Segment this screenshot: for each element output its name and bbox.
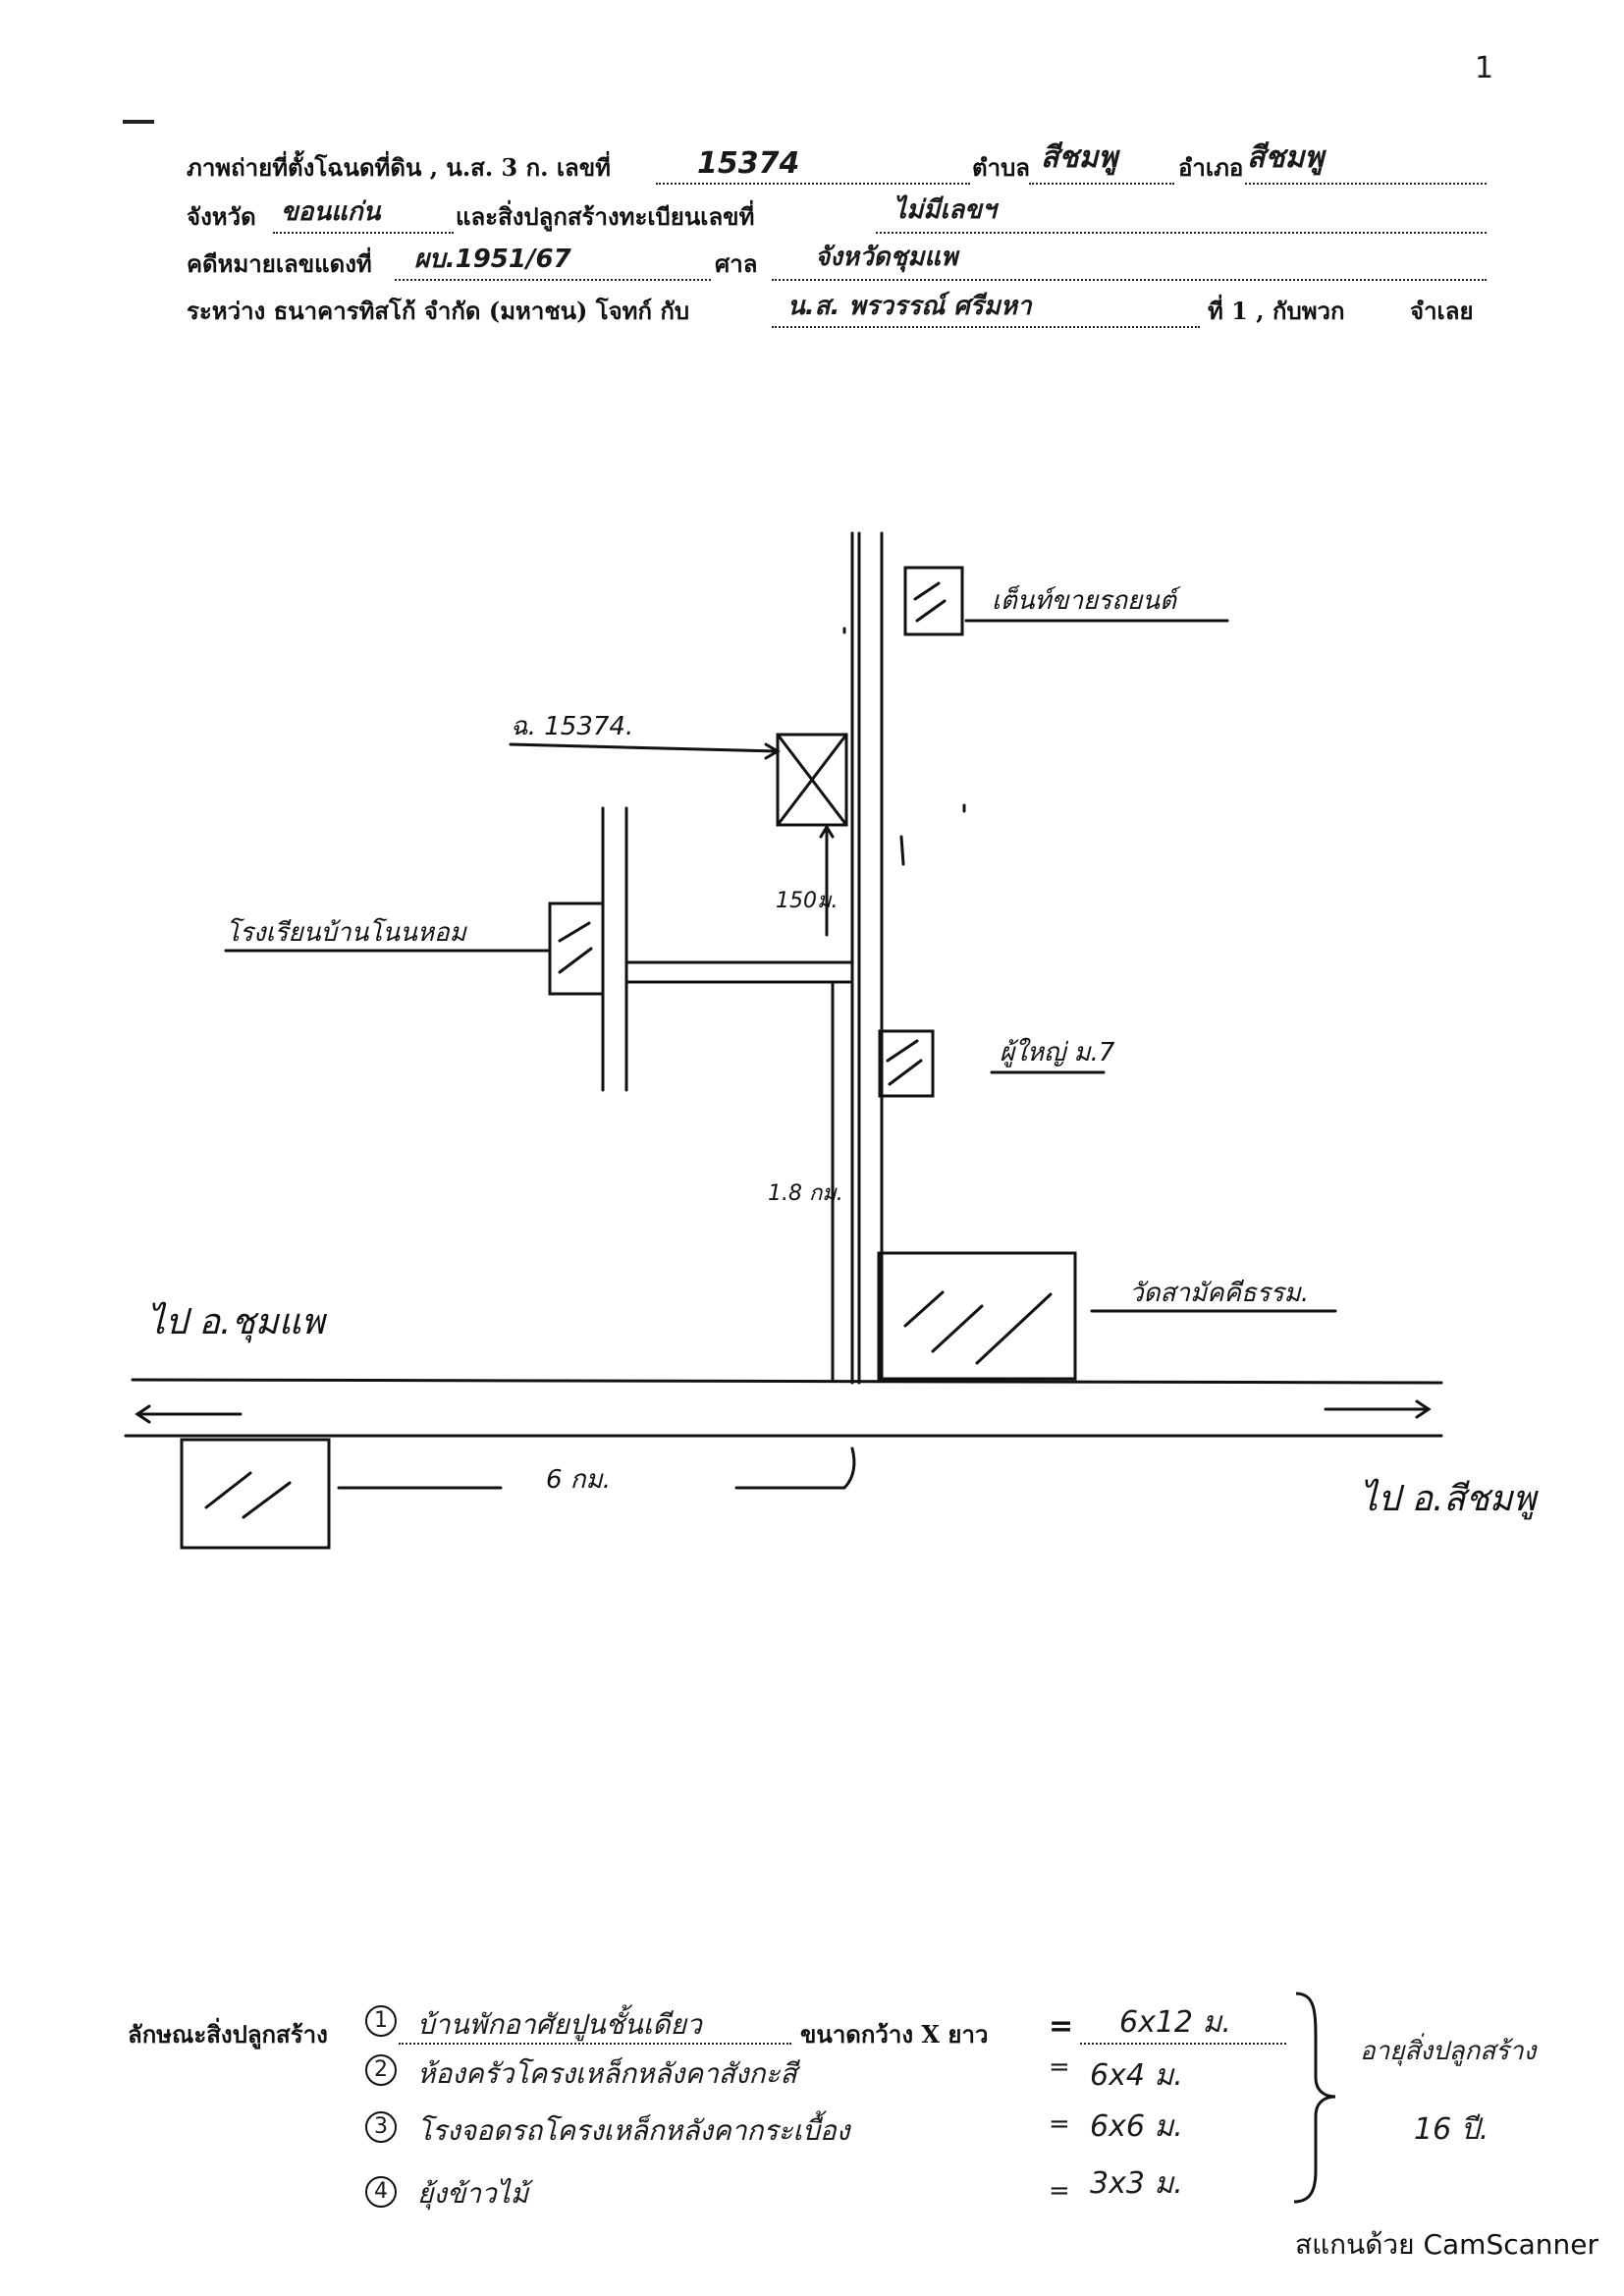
item-number: 2	[365, 2054, 397, 2086]
label-district: อำเภอ	[1178, 153, 1244, 182]
item-description: ยุ้งข้าวไม้	[417, 2177, 529, 2210]
plot-distance-label: 150ม.	[776, 889, 839, 913]
page-number: 1	[1475, 51, 1494, 85]
equals-sign: =	[1049, 2109, 1070, 2139]
header-row-2: จังหวัด ขอนแก่น และสิ่งปลูกสร้างทะเบียนเ…	[187, 195, 1496, 244]
to-right-label: ไป อ.สีชมพู	[1360, 1478, 1540, 1520]
building-reg-value: ไม่มีเลขฯ	[893, 195, 997, 225]
dotted-line	[772, 279, 1487, 281]
item-description: ห้องครัวโครงเหล็กหลังคาสังกะสี	[417, 2057, 797, 2090]
label-defendant-no: ที่ 1 , กับพวก	[1208, 297, 1345, 325]
grouping-brace	[1293, 1992, 1336, 2204]
item-size: 6x4 ม.	[1090, 2058, 1183, 2093]
car-tent-label: เต็นท์ขายรถยนต์	[992, 584, 1181, 616]
equals-sign: =	[1049, 2052, 1070, 2082]
school-label: โรงเรียนบ้านโนนหอม	[226, 917, 468, 948]
item-number: 3	[365, 2111, 397, 2143]
label-photo: ภาพถ่ายที่ตั้งโฉนดที่ดิน , น.ส. 3 ก. เลข…	[187, 153, 611, 182]
district-value: สีชมพู	[1247, 140, 1325, 175]
label-black-case: คดีหมายเลขแดงที่	[187, 249, 372, 278]
header-row-1: ภาพถ่ายที่ตั้งโฉนดที่ดิน , น.ส. 3 ก. เลข…	[187, 140, 1496, 194]
label-court: ศาล	[715, 249, 758, 278]
item-number: 4	[365, 2176, 397, 2208]
highway-arrowhead-left	[135, 1404, 151, 1424]
temple-marker	[877, 1251, 1077, 1381]
highway-top-edge	[131, 1378, 1443, 1385]
bottom-distance-label: 6 กม.	[546, 1465, 611, 1495]
junction-pointer	[842, 1447, 856, 1490]
court-value: จังหวัดชุมแพ	[815, 243, 958, 272]
scanner-watermark: สแกนด้วย CamScanner	[1295, 2228, 1598, 2261]
dotted-line	[395, 279, 711, 281]
label-subdistrict: ตำบล	[972, 153, 1031, 182]
item-number: 1	[365, 2005, 397, 2037]
dotted-line	[1080, 2043, 1286, 2045]
province-value: ขอนแก่น	[281, 197, 381, 227]
landmark-bottom-left	[180, 1438, 331, 1550]
to-left-label: ไป อ.ชุมแพ	[147, 1301, 328, 1343]
defendant-value: น.ส. พรวรรณ์ ศรีมหา	[787, 292, 1032, 321]
dotted-line	[656, 183, 970, 185]
label-features: ลักษณะสิ่งปลูกสร้าง	[128, 2020, 328, 2049]
dotted-line	[1029, 183, 1174, 185]
age-note-line1: อายุสิ่งปลูกสร้าง	[1360, 2037, 1537, 2066]
road-distance-label: 1.8 กม.	[768, 1181, 843, 1206]
margin-mark	[123, 120, 154, 124]
age-note-line2: 16 ปี.	[1414, 2112, 1489, 2147]
black-case-value: ผบ.1951/67	[414, 245, 571, 274]
plot-label: ฉ. 15374.	[511, 712, 633, 741]
dotted-line	[772, 326, 1200, 328]
village-head-label: ผู้ใหญ่ ม.7	[1000, 1037, 1115, 1067]
dotted-line	[399, 2043, 791, 2045]
dotted-line	[1245, 183, 1487, 185]
item-size: 3x3 ม.	[1090, 2166, 1183, 2201]
label-province: จังหวัด	[187, 202, 256, 231]
car-tent-marker	[903, 566, 964, 636]
item-description: โรงจอดรถโครงเหล็กหลังคากระเบื้อง	[417, 2114, 850, 2147]
label-defendant-role: จำเลย	[1410, 297, 1474, 325]
header-row-4: ระหว่าง ธนาคารทิสโก้ จำกัด (มหาชน) โจทก์…	[187, 292, 1496, 338]
label-size: ขนาดกว้าง X ยาว	[800, 2020, 989, 2049]
village-head-marker	[878, 1029, 935, 1098]
item-size: 6x6 ม.	[1090, 2109, 1183, 2144]
label-between: ระหว่าง ธนาคารทิสโก้ จำกัด (มหาชน) โจทก์…	[187, 297, 690, 325]
dotted-line	[876, 232, 1487, 234]
item-description: บ้านพักอาศัยปูนชั้นเดียว	[417, 2008, 702, 2041]
plot-marker	[776, 733, 848, 827]
dotted-line	[273, 232, 454, 234]
plot-pointer	[509, 742, 780, 753]
subdistrict-value: สีชมพู	[1041, 140, 1118, 175]
header-row-3: คดีหมายเลขแดงที่ ผบ.1951/67 ศาล จังหวัดช…	[187, 243, 1496, 291]
deed-number: 15374	[697, 146, 800, 181]
highway-arrowhead-right	[1415, 1399, 1432, 1419]
equals-sign: =	[1049, 2009, 1074, 2044]
temple-label: วัดสามัคคีธรรม.	[1129, 1279, 1309, 1308]
equals-sign: =	[1049, 2176, 1070, 2206]
label-building-reg: และสิ่งปลูกสร้างทะเบียนเลขที่	[456, 202, 755, 231]
school-marker	[548, 902, 605, 996]
item-size: 6x12 ม.	[1119, 2005, 1231, 2040]
